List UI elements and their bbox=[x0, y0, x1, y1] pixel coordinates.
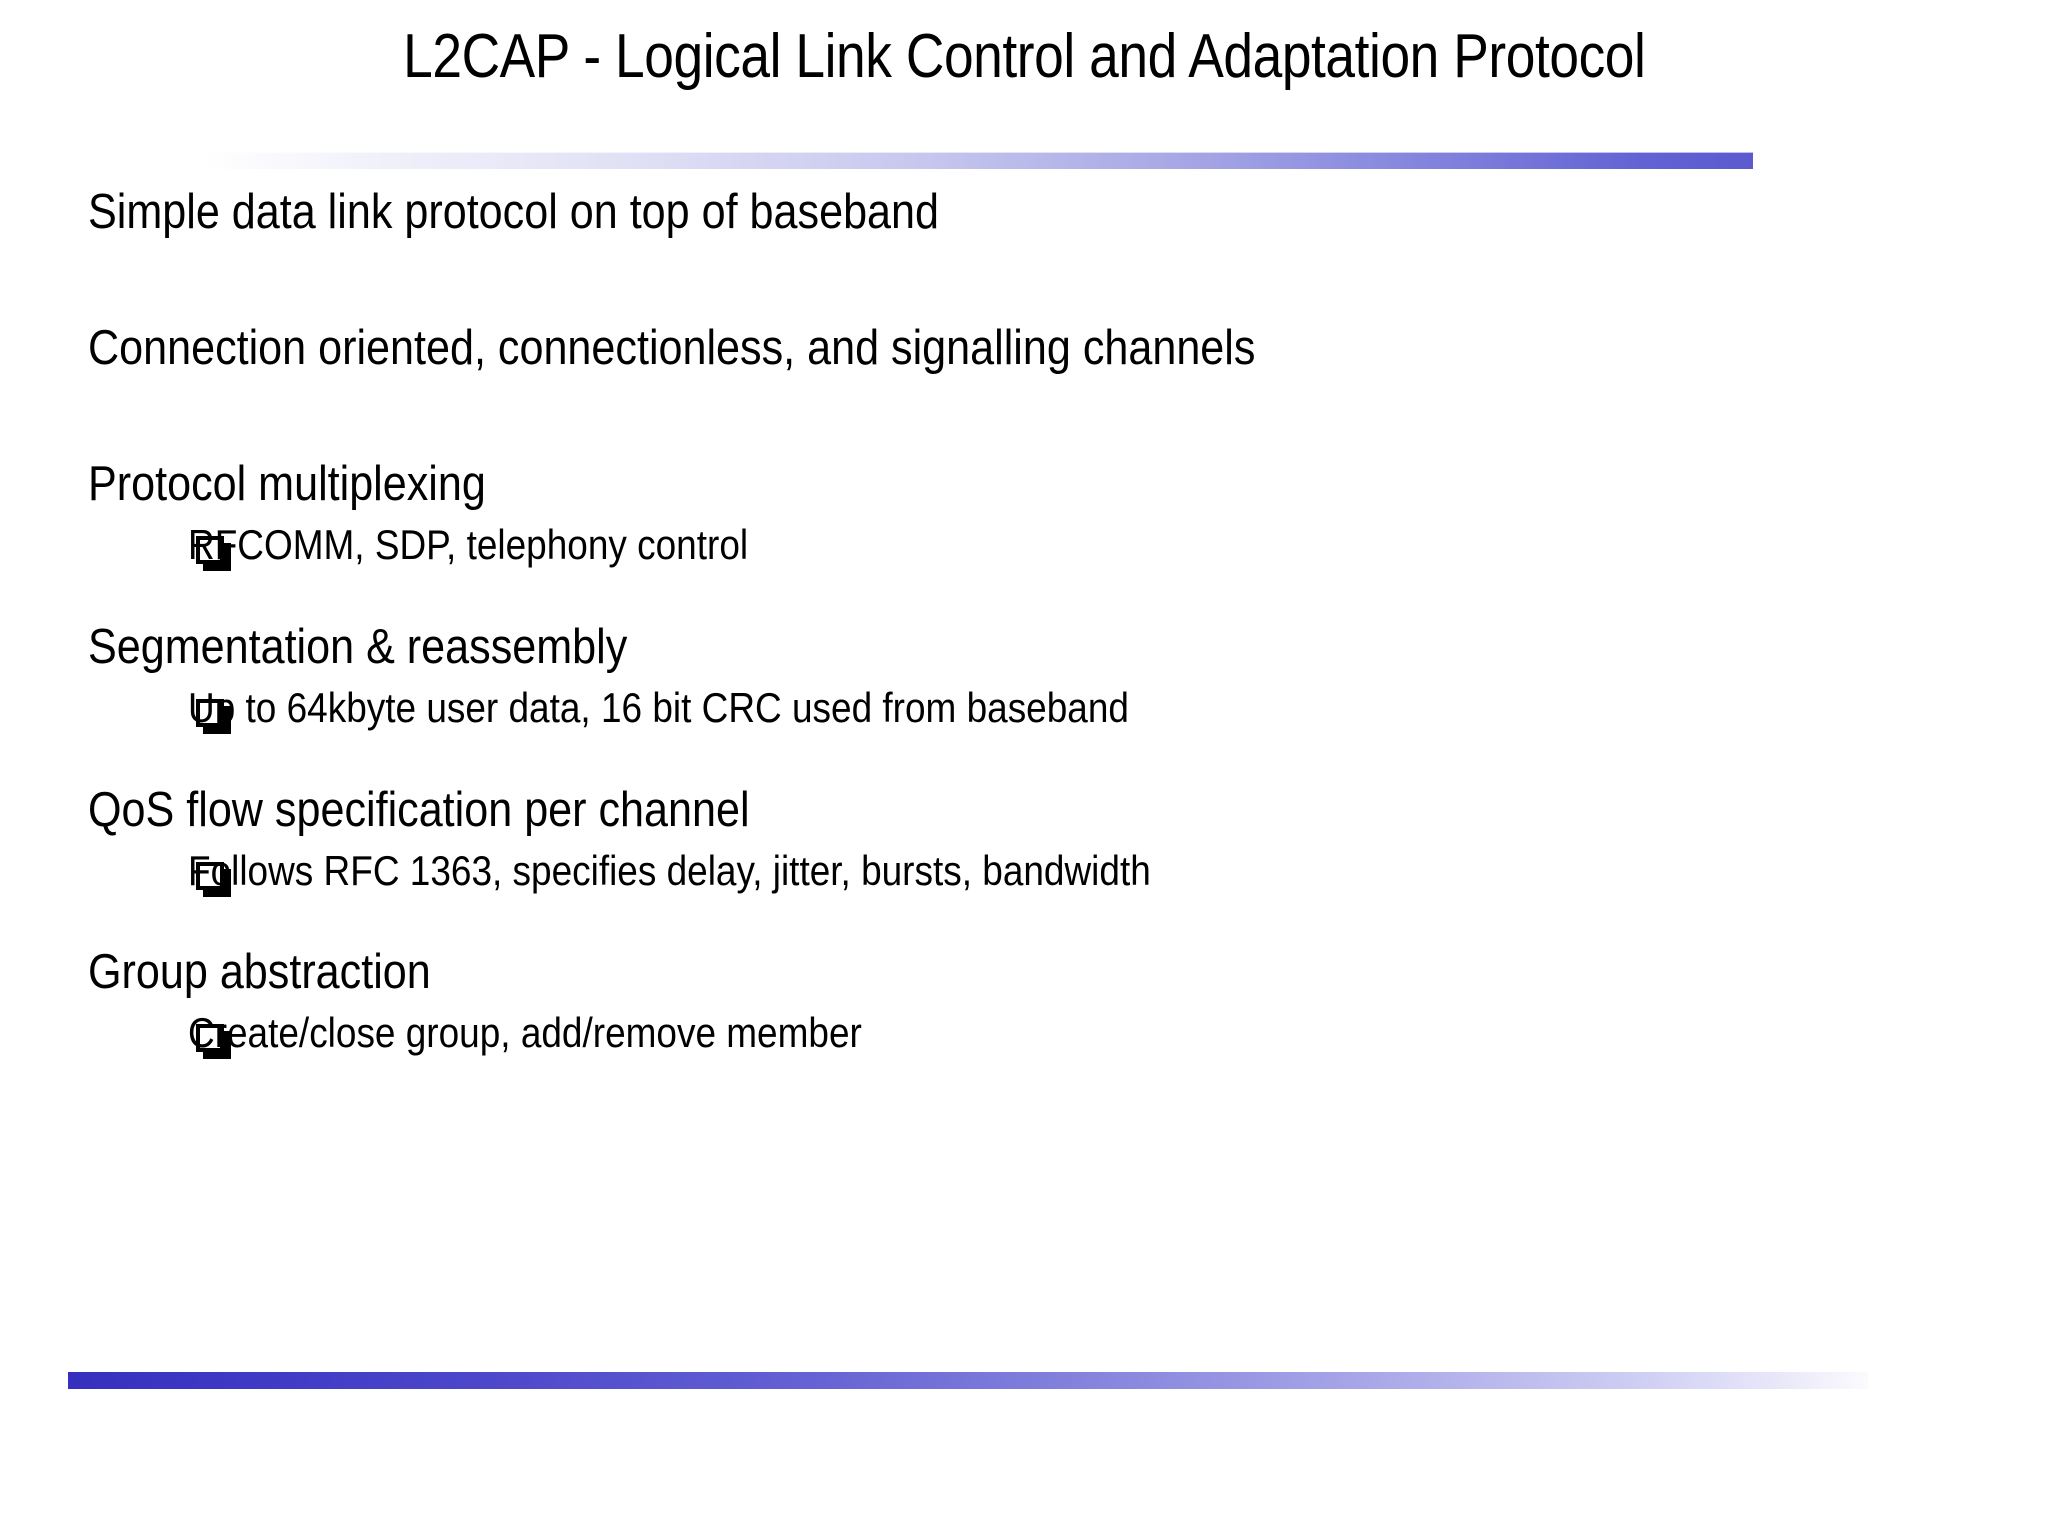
spacer bbox=[0, 892, 2048, 948]
bullet-level1: Protocol multiplexing bbox=[0, 456, 2048, 511]
bullet-level1-label: Group abstraction bbox=[88, 945, 431, 1000]
bullet-level2-label: Follows RFC 1363, specifies delay, jitte… bbox=[188, 846, 1151, 894]
bullet-level2: Up to 64kbyte user data, 16 bit CRC used… bbox=[0, 683, 2048, 731]
title-divider-rule bbox=[205, 152, 1753, 169]
bullet-level2-label: RFCOMM, SDP, telephony control bbox=[188, 520, 749, 568]
bullet-level1: QoS flow specification per channel bbox=[0, 782, 2048, 837]
bullet-level2: RFCOMM, SDP, telephony control bbox=[0, 520, 2048, 568]
spacer bbox=[0, 238, 2048, 324]
bullet-level1: Segmentation & reassembly bbox=[0, 619, 2048, 674]
bullet-level1-label: Segmentation & reassembly bbox=[88, 619, 628, 674]
page-title: L2CAP - Logical Link Control and Adaptat… bbox=[402, 22, 1646, 91]
spacer bbox=[0, 730, 2048, 786]
bullet-level2: Follows RFC 1363, specifies delay, jitte… bbox=[0, 846, 2048, 894]
slide-body: Simple data link protocol on top of base… bbox=[0, 185, 2048, 1057]
bullet-level1: Group abstraction bbox=[0, 945, 2048, 1000]
bullet-level1-label: QoS flow specification per channel bbox=[88, 782, 750, 837]
square-bullet-icon bbox=[196, 1024, 224, 1053]
spacer bbox=[0, 374, 2048, 460]
spacer bbox=[0, 567, 2048, 623]
square-bullet-icon bbox=[196, 535, 224, 564]
bullet-level2: Create/close group, add/remove member bbox=[0, 1009, 2048, 1057]
square-bullet-icon bbox=[196, 698, 224, 727]
bullet-level1: Connection oriented, connectionless, and… bbox=[0, 320, 2048, 375]
footer-divider-rule bbox=[68, 1372, 1868, 1389]
square-bullet-icon bbox=[196, 861, 224, 890]
bullet-level1-label: Simple data link protocol on top of base… bbox=[88, 185, 940, 239]
slide-title-block: L2CAP - Logical Link Control and Adaptat… bbox=[0, 24, 2048, 89]
bullet-level1-label: Protocol multiplexing bbox=[88, 456, 486, 511]
bullet-level2-label: Up to 64kbyte user data, 16 bit CRC used… bbox=[188, 683, 1129, 731]
bullet-level1-label: Connection oriented, connectionless, and… bbox=[88, 320, 1256, 375]
bullet-level2-label: Create/close group, add/remove member bbox=[188, 1009, 862, 1057]
bullet-level1: Simple data link protocol on top of base… bbox=[0, 185, 2048, 239]
